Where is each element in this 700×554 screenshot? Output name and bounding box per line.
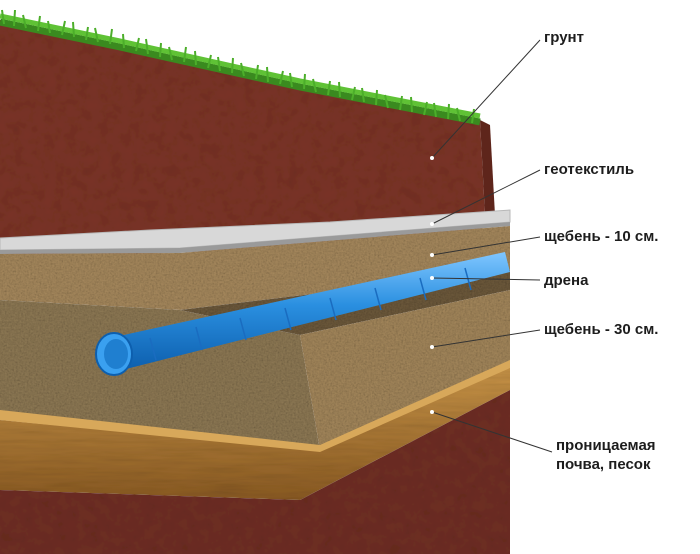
leader-gravel-bottom	[431, 329, 541, 348]
label-gravel-bottom: щебень - 30 см.	[544, 321, 659, 338]
drain-pipe	[95, 252, 510, 376]
permeable-soil-top	[0, 360, 510, 452]
soil-layer	[0, 20, 485, 260]
geotextile-edge	[0, 222, 510, 254]
bottom-soil	[0, 390, 510, 554]
label-permeable-soil: проницаемая почва, песок	[556, 436, 700, 474]
leader-soil	[431, 39, 541, 159]
label-drain: дрена	[544, 272, 589, 289]
leader-gravel-top	[431, 236, 541, 256]
soil-side-face	[480, 120, 495, 215]
label-gravel-top: щебень - 10 см.	[544, 228, 659, 245]
grass-edge	[0, 9, 481, 126]
label-permeable-line2: почва, песок	[556, 456, 651, 473]
label-permeable-line1: проницаемая	[556, 437, 656, 454]
leader-lines	[430, 39, 553, 453]
leader-drain	[431, 277, 541, 281]
label-geotextile: геотекстиль	[544, 161, 635, 178]
leader-geotextile	[431, 169, 541, 225]
leader-permeable	[431, 411, 553, 453]
gravel-top-layer	[0, 226, 510, 310]
gravel-bottom-layer	[300, 290, 510, 450]
label-soil: грунт	[544, 29, 584, 46]
permeable-soil-layer	[0, 365, 510, 500]
